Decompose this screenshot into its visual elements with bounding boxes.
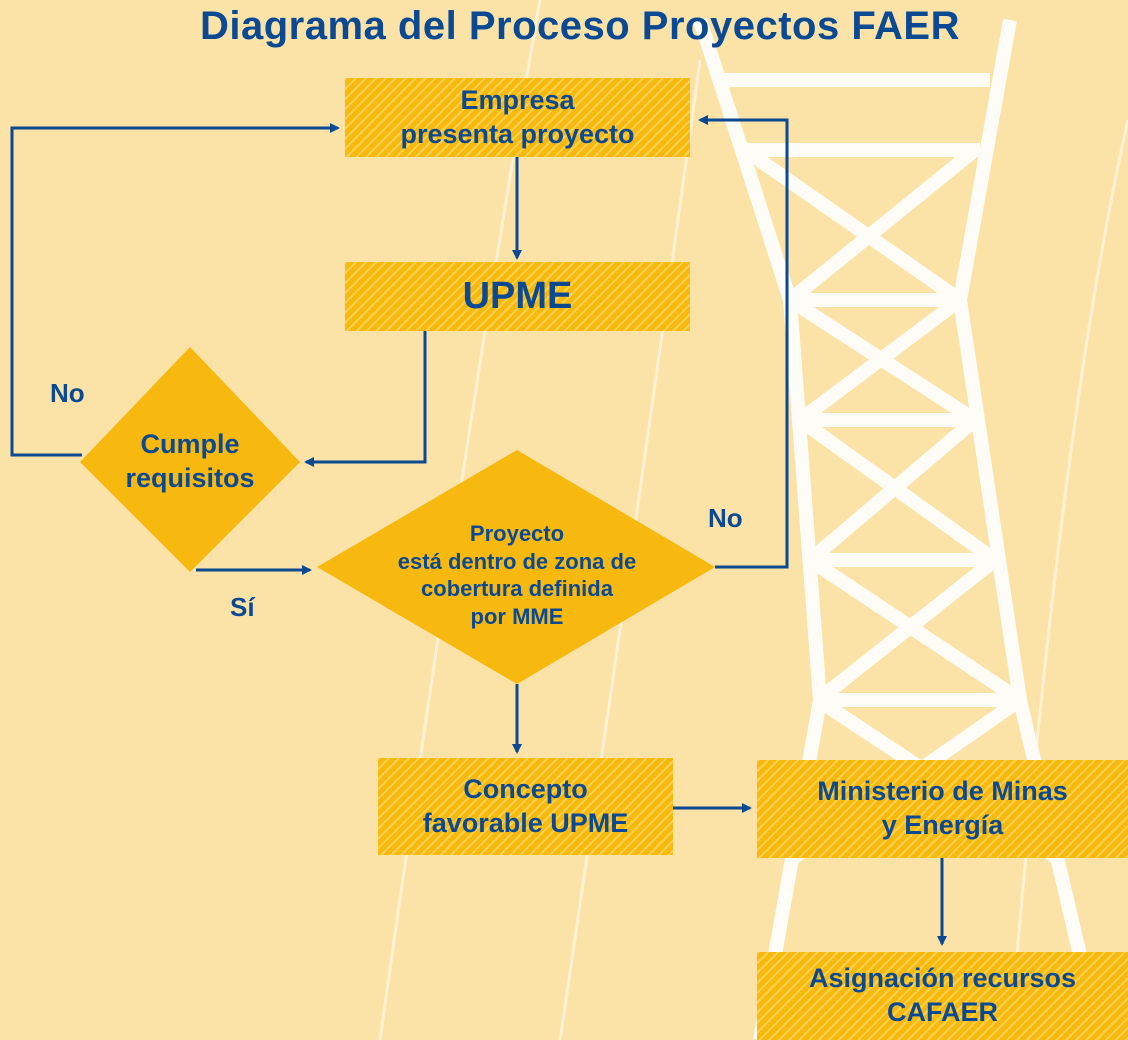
node-concepto: Concepto favorable UPME	[378, 758, 673, 855]
node-ministerio: Ministerio de Minas y Energía	[757, 760, 1128, 858]
edge-label-cumple-no: No	[50, 378, 85, 408]
node-asignacion: Asignación recursos CAFAER	[757, 952, 1128, 1040]
edge-label-zona-no: No	[708, 503, 743, 533]
decision-cumple: Cumple requisitos	[90, 402, 290, 522]
decision-cumple-shape	[80, 347, 300, 572]
arrow-upme-to-cumple	[304, 331, 427, 467]
node-upme: UPME	[345, 262, 690, 331]
arrow-cumple-no-to-empresa	[10, 123, 340, 457]
arrow-zona-no-to-empresa	[698, 115, 789, 569]
node-empresa-label: Empresa presenta proyecto	[400, 84, 635, 149]
page-title: Diagrama del Proceso Proyectos FAER	[200, 4, 960, 48]
decision-zona-shape	[317, 450, 715, 684]
edge-label-cumple-si: Sí	[230, 592, 255, 622]
node-upme-label: UPME	[462, 274, 573, 317]
decision-zona-label: Proyecto está dentro de zona de cobertur…	[397, 521, 637, 629]
node-concepto-label: Concepto favorable UPME	[422, 773, 629, 838]
node-asignacion-label: Asignación recursos CAFAER	[808, 963, 1077, 1027]
node-empresa: Empresa presenta proyecto	[345, 78, 690, 157]
decision-zona: Proyecto está dentro de zona de cobertur…	[337, 500, 697, 650]
node-ministerio-label: Ministerio de Minas y Energía	[817, 776, 1068, 840]
decision-cumple-label: Cumple requisitos	[125, 429, 255, 493]
